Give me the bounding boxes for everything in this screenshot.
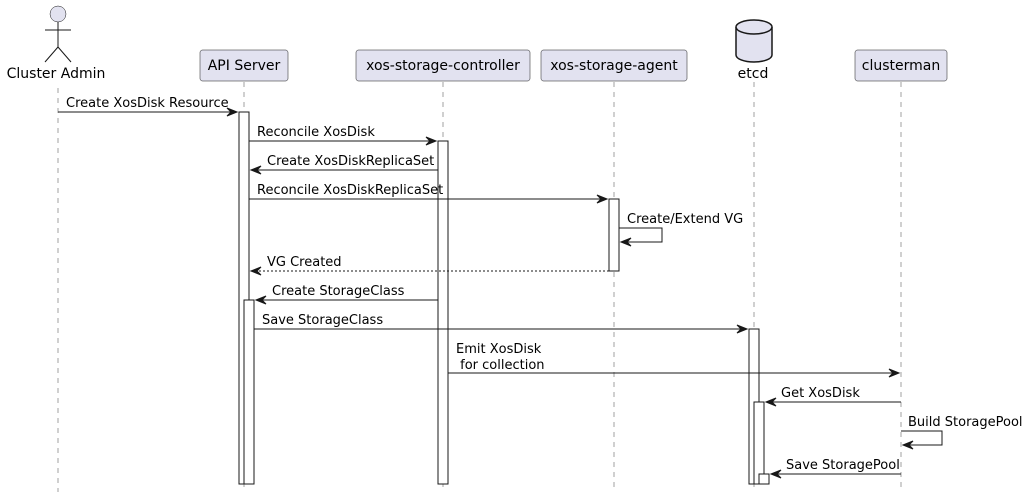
message-arrowhead-9 — [888, 368, 901, 378]
participant-label-etcd: etcd — [738, 66, 769, 82]
participant-box-clusterman — [854, 49, 948, 82]
message-label-8: Save StorageClass — [262, 313, 383, 328]
activation-xos-storage-controller — [437, 140, 449, 485]
message-arrowhead-1 — [226, 107, 239, 117]
message-arrow-5 — [619, 227, 663, 243]
message-label-4: Reconcile XosDiskReplicaSet — [257, 183, 443, 198]
database-icon — [735, 19, 773, 63]
message-label-6: VG Created — [267, 255, 342, 270]
participant-label-xos-storage-controller: xos-storage-controller — [366, 58, 520, 74]
message-arrowhead-3 — [249, 165, 262, 175]
participant-box-api-server — [199, 49, 289, 82]
message-label-11: Build StoragePool — [908, 415, 1023, 430]
participant-label-api-server: API Server — [208, 58, 281, 74]
message-arrowhead-6 — [249, 266, 262, 276]
message-arrowhead-7 — [254, 295, 267, 305]
message-arrowhead-11 — [901, 440, 914, 450]
message-arrowhead-4 — [596, 194, 609, 204]
message-label-9-line-2: for collection — [456, 358, 545, 373]
message-arrowhead-8 — [736, 324, 749, 334]
message-label-2: Reconcile XosDisk — [257, 125, 375, 140]
message-arrowhead-2 — [425, 136, 438, 146]
activation-etcd-2 — [753, 401, 765, 485]
participant-label-cluster-admin: Cluster Admin — [7, 66, 106, 82]
message-label-7: Create StorageClass — [272, 284, 405, 299]
message-label-1: Create XosDisk Resource — [66, 96, 229, 111]
message-label-10: Get XosDisk — [781, 386, 860, 401]
activation-xos-storage-agent — [608, 198, 620, 272]
message-arrowhead-12 — [769, 469, 782, 479]
actor-icon — [44, 5, 72, 63]
message-label-3: Create XosDiskReplicaSet — [267, 154, 434, 169]
message-label-12: Save StoragePool — [786, 458, 900, 473]
activation-api-server-2 — [243, 299, 255, 485]
message-label-9-line-1: Emit XosDisk — [456, 342, 542, 357]
message-arrow-11 — [901, 430, 943, 446]
message-label-5: Create/Extend VG — [627, 212, 743, 227]
participant-label-clusterman: clusterman — [862, 58, 940, 74]
message-arrowhead-5 — [619, 237, 632, 247]
participant-label-xos-storage-agent: xos-storage-agent — [550, 58, 678, 74]
participant-box-xos-storage-agent — [540, 49, 688, 82]
activation-etcd-3 — [758, 473, 770, 485]
message-arrowhead-10 — [764, 397, 777, 407]
participant-box-xos-storage-controller — [355, 49, 531, 82]
